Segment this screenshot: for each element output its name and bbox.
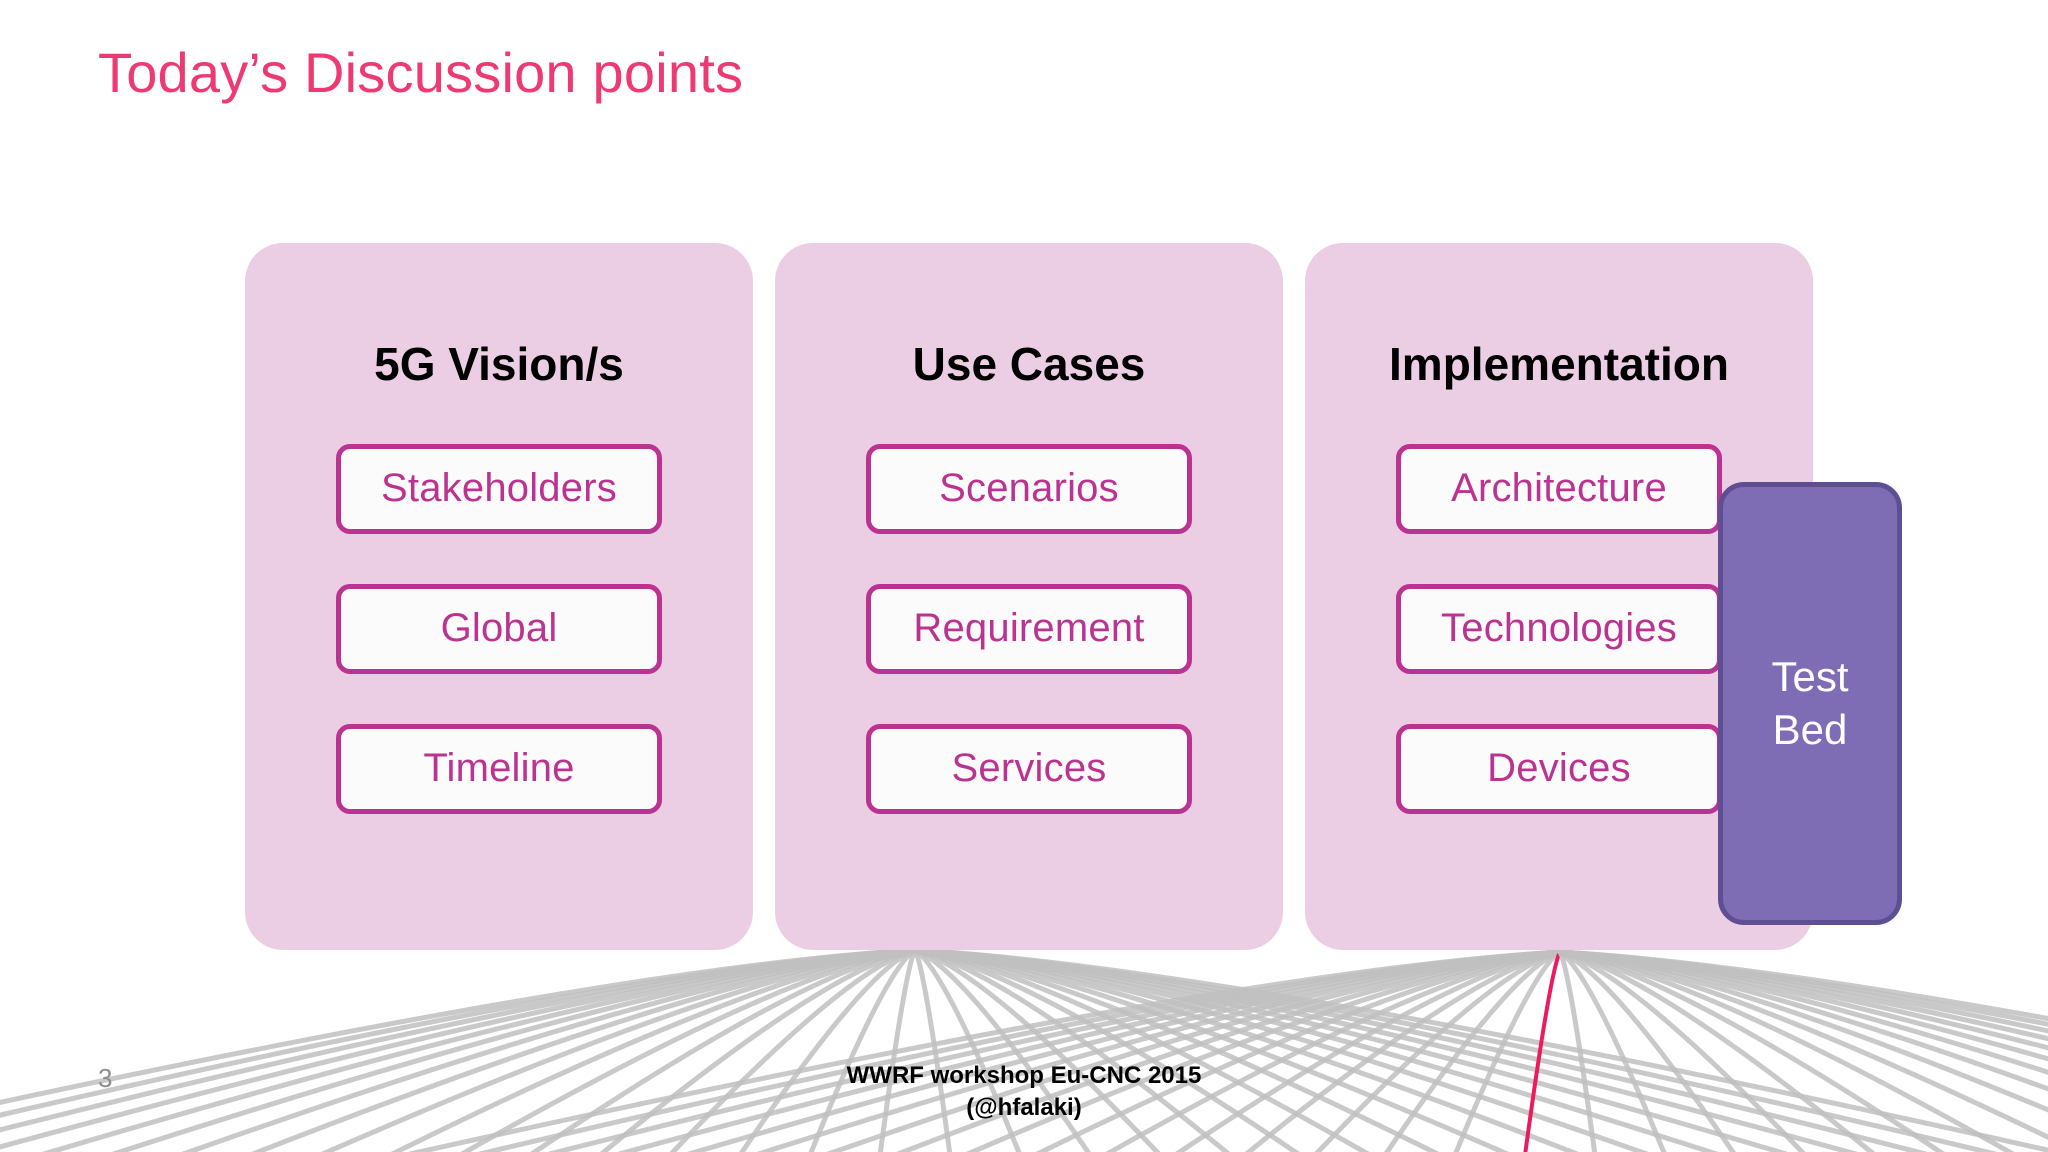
topic-pill[interactable]: Requirement bbox=[866, 583, 1192, 674]
topic-pill[interactable]: Global bbox=[336, 583, 662, 674]
topic-pill[interactable]: Timeline bbox=[336, 723, 662, 814]
topic-pill[interactable]: Services bbox=[866, 723, 1192, 814]
column-heading: 5G Vision/s bbox=[374, 338, 624, 390]
column-card-5g-visions: 5G Vision/s Stakeholders Global Timeline bbox=[245, 243, 753, 950]
footer-line-2: (@hfalaki) bbox=[966, 1094, 1082, 1122]
column-card-use-cases: Use Cases Scenarios Requirement Services bbox=[775, 243, 1283, 950]
column-card-implementation: Implementation Architecture Technologies… bbox=[1305, 243, 1813, 950]
test-bed-line2: Bed bbox=[1772, 705, 1848, 753]
column-heading: Use Cases bbox=[912, 338, 1146, 390]
discussion-columns: 5G Vision/s Stakeholders Global Timeline… bbox=[245, 243, 1813, 950]
topic-pill[interactable]: Technologies bbox=[1396, 583, 1722, 674]
topic-pill[interactable]: Devices bbox=[1396, 723, 1722, 814]
page-title: Today’s Discussion points bbox=[98, 41, 744, 104]
test-bed-callout[interactable]: Test Bed bbox=[1718, 482, 1902, 925]
pill-stack: Stakeholders Global Timeline bbox=[245, 443, 753, 814]
topic-pill[interactable]: Architecture bbox=[1396, 443, 1722, 534]
footer-line-1: WWRF workshop Eu-CNC 2015 bbox=[846, 1062, 1202, 1089]
topic-pill[interactable]: Stakeholders bbox=[336, 443, 662, 534]
topic-pill[interactable]: Scenarios bbox=[866, 443, 1192, 534]
pill-stack: Architecture Technologies Devices bbox=[1305, 443, 1813, 814]
pill-stack: Scenarios Requirement Services bbox=[775, 443, 1283, 814]
footer-caption: WWRF workshop Eu-CNC 2015 (@hfalaki) bbox=[0, 1060, 2048, 1125]
test-bed-line1: Test bbox=[1771, 653, 1849, 700]
column-heading: Implementation bbox=[1389, 338, 1729, 390]
